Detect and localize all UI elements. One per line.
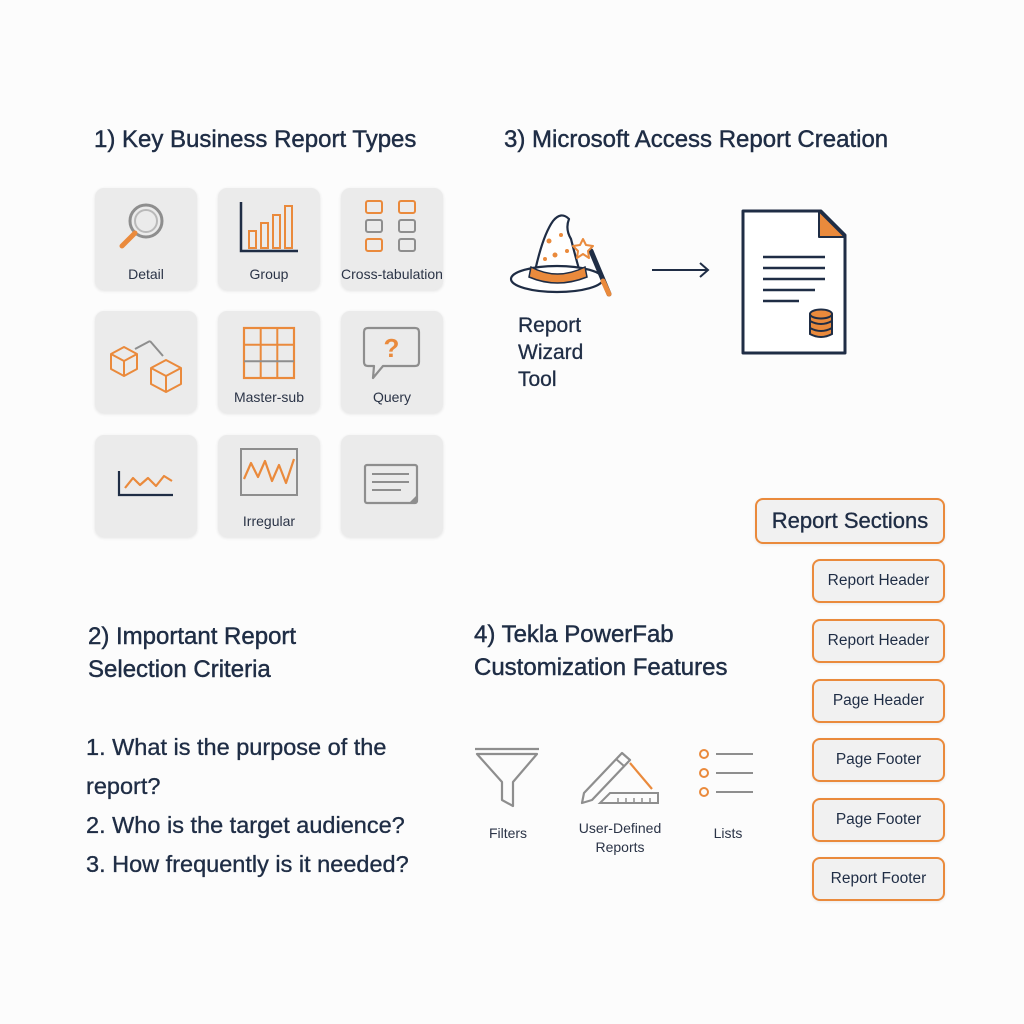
table-grid-icon xyxy=(242,326,296,380)
magnifier-icon xyxy=(119,203,164,249)
feature-label-user-defined-reports: User-Defined Reports xyxy=(578,820,662,855)
line-chart-icon xyxy=(117,471,173,497)
criteria-item: 2. Who is the target audience? xyxy=(86,812,405,838)
list-icon xyxy=(699,749,753,797)
report-section-item[interactable]: Page Header xyxy=(812,679,945,723)
report-section-item[interactable]: Page Footer xyxy=(812,798,945,842)
section3-title: 3) Microsoft Access Report Creation xyxy=(504,126,889,153)
report-type-query[interactable]: ? Query xyxy=(341,311,443,413)
tile-label: Irregular xyxy=(242,513,296,529)
criteria-item: 3. How frequently is it needed? xyxy=(86,851,409,877)
section4-title-line2: Customization Features xyxy=(474,653,728,681)
report-type-detail[interactable]: Detail xyxy=(95,188,197,290)
svg-text:?: ? xyxy=(384,333,400,363)
section2-title: 2) Important Report Selection Criteria xyxy=(88,621,297,686)
criteria-item: report? xyxy=(86,773,161,799)
report-sections-title[interactable]: Report Sections xyxy=(755,498,945,544)
report-type-cross-tabulation[interactable]: Cross-tabulation xyxy=(341,188,443,290)
report-type-trend[interactable] xyxy=(95,435,197,537)
report-section-item[interactable]: Page Footer xyxy=(812,738,945,782)
question-bubble-icon: ? xyxy=(362,326,421,380)
tile-label: Detail xyxy=(128,266,164,282)
criteria-item: 1. What is the purpose of the xyxy=(86,734,387,760)
arrow-right-icon xyxy=(652,262,710,278)
report-type-linked[interactable] xyxy=(95,311,197,413)
section4-title-line1: 4) Tekla PowerFab xyxy=(474,621,674,648)
section2-title-line1: 2) Important Report xyxy=(88,623,297,650)
report-type-master-sub[interactable]: Master-sub xyxy=(218,311,320,413)
report-type-irregular[interactable]: Irregular xyxy=(218,435,320,537)
report-section-item[interactable]: Report Header xyxy=(812,619,945,663)
section2-title-line2: Selection Criteria xyxy=(88,655,271,683)
report-type-group[interactable]: Group xyxy=(218,188,320,290)
feature-label-lists: Lists xyxy=(713,825,743,841)
section4-title: 4) Tekla PowerFab Customization Features xyxy=(474,619,728,684)
tile-label: Query xyxy=(372,389,412,405)
report-section-item[interactable]: Report Header xyxy=(812,559,945,603)
tile-label: Cross-tabulation xyxy=(341,266,443,282)
feature-label-filters: Filters xyxy=(488,825,528,841)
linked-cubes-icon xyxy=(110,340,182,393)
report-document-icon xyxy=(741,209,847,355)
funnel-icon xyxy=(475,747,539,808)
report-wizard-label: Report Wizard Tool xyxy=(518,314,584,391)
document-lines-icon xyxy=(363,463,419,505)
wave-chart-icon xyxy=(240,448,298,496)
pencil-ruler-icon xyxy=(580,751,659,805)
section1-title: 1) Key Business Report Types xyxy=(94,126,417,153)
criteria-list: 1. What is the purpose of the report? 2.… xyxy=(86,728,409,884)
grid-blocks-icon xyxy=(365,200,416,252)
tile-label: Group xyxy=(249,266,289,282)
report-type-document[interactable] xyxy=(341,435,443,537)
bar-chart-icon xyxy=(239,202,298,253)
report-section-item[interactable]: Report Footer xyxy=(812,857,945,901)
tile-label: Master-sub xyxy=(233,389,305,405)
wizard-hat-icon xyxy=(509,214,612,297)
